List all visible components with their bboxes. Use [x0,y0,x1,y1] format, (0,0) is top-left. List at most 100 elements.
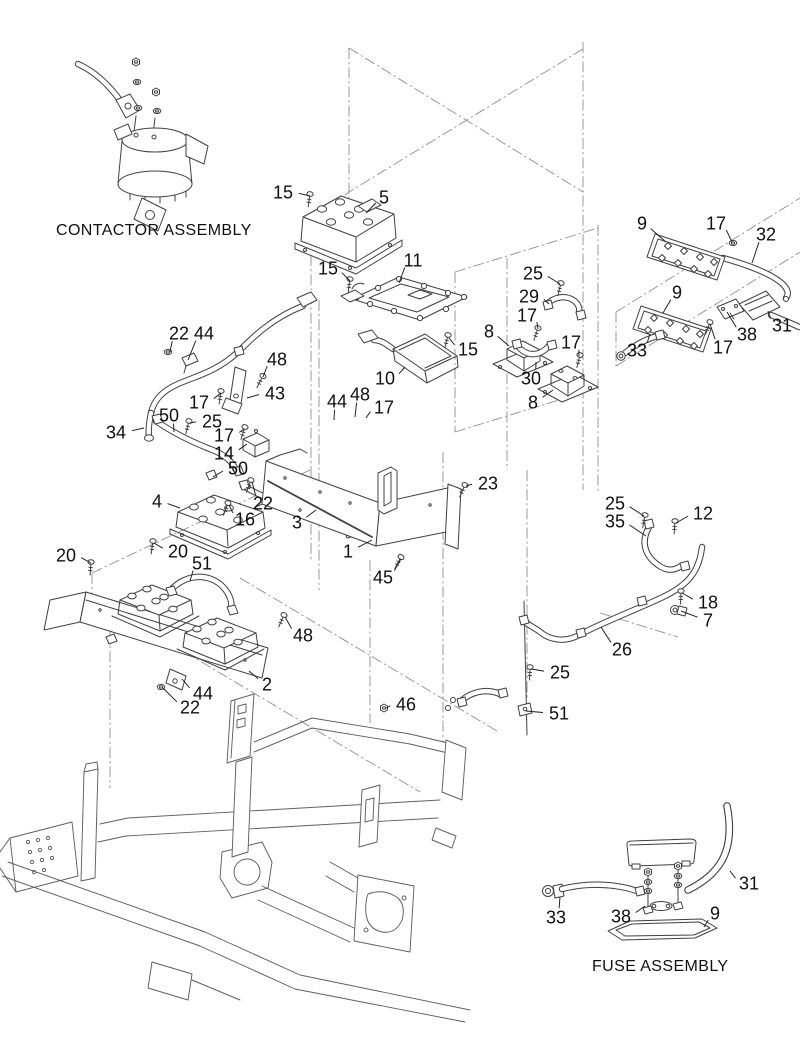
leader-line [751,241,760,264]
module-10-drawing [357,329,459,384]
leader-line [385,705,391,709]
callout-number: 48 [293,626,313,646]
leader-line [703,919,709,928]
leader-line [629,506,645,517]
leader-line [530,668,545,672]
callout-number: 1 [343,542,353,562]
contactor-plate-assembly-drawing [43,573,269,691]
callout-number: 26 [612,640,632,660]
callout-number: 44 [327,392,347,412]
leader-line [238,443,248,451]
leader-line [153,542,164,549]
leader-line [729,870,736,879]
callout-number: 17 [706,214,726,234]
callout-number: 22 [253,494,273,514]
relay-group-drawing [492,294,599,403]
leader-line [681,592,694,600]
callout-number: 50 [159,406,179,426]
leader-line [646,333,651,344]
callout-number: 48 [267,350,287,370]
callout-number: 25 [550,663,570,683]
callout-number: 44 [193,684,213,704]
leader-line [284,616,293,629]
callout-number: 44 [194,324,214,344]
callout-number: 33 [627,341,647,361]
leader-line [558,896,561,909]
callout-number: 11 [404,251,423,271]
leader-line [248,670,259,680]
leader-line [213,392,222,399]
leader-line [398,267,406,284]
callout-number: 46 [396,695,416,715]
leader-line [169,341,173,353]
leader-line [726,311,737,328]
callout-number: 20 [56,546,76,566]
callout-number: 5 [379,188,389,208]
leader-line [393,558,402,571]
leader-line [131,427,145,432]
callout-number: 10 [375,369,395,389]
callout-number: 9 [672,283,682,303]
leader-line [212,470,224,478]
leader-line [465,483,473,487]
callout-number: 22 [169,324,189,344]
controller-module-11-drawing [340,275,468,322]
callout-number: 8 [528,393,538,413]
leader-line [448,337,455,345]
callout-number: 17 [189,393,209,413]
leader-line [187,340,197,361]
leader-line [365,411,371,419]
leader-line [162,687,178,703]
callout-number: 50 [228,459,248,479]
leader-line [173,423,175,433]
leader-line [306,509,317,518]
leader-line [251,481,257,496]
callout-number: 17 [561,333,581,353]
leader-line [262,365,268,378]
leader-line [398,366,406,375]
leader-line [80,557,92,564]
callout-number: 12 [693,504,713,524]
leader-line [536,322,539,330]
leader-line [635,905,646,913]
callout-number: 33 [546,908,566,928]
callout-number: 2 [262,675,272,695]
callout-number: 14 [214,444,234,464]
leader-line [341,272,351,282]
contactor-assembly-drawing [74,57,209,232]
leader-line [675,515,689,524]
callout-number: 17 [517,306,537,326]
callout-number: 20 [168,542,188,562]
callout-number: 22 [180,698,200,718]
leader-line [354,402,358,418]
leader-line [542,389,554,398]
battery-cable-26-drawing [445,518,706,736]
callout-number: 35 [605,512,625,532]
leader-line [600,626,612,643]
callout-number: 25 [523,264,543,284]
leader-line [662,299,672,314]
callout-number: 3 [292,513,302,533]
leader-line [189,421,197,424]
callout-number: 9 [710,904,720,924]
callout-number: 8 [484,322,494,342]
fuse-assembly-label: FUSE ASSEMBLY [592,958,729,975]
fuse-blocks-drawing [616,233,800,361]
leader-line [189,570,194,582]
callout-number: 15 [273,183,293,203]
callout-number: 18 [698,593,718,613]
chassis-frame-drawing [0,693,471,1023]
leader-lines [80,192,772,928]
leader-line [365,202,377,214]
callout-number: 16 [235,510,255,530]
callout-number: 51 [192,554,212,574]
callout-number: 51 [549,704,569,724]
callout-number: 17 [713,338,733,358]
contactor-assembly-label: CONTACTOR ASSEMBLY [56,222,252,239]
callout-number: 31 [772,316,792,336]
callout-number: 48 [350,385,370,405]
callout-number: 17 [374,398,394,418]
mounting-tray-drawing [251,448,462,550]
